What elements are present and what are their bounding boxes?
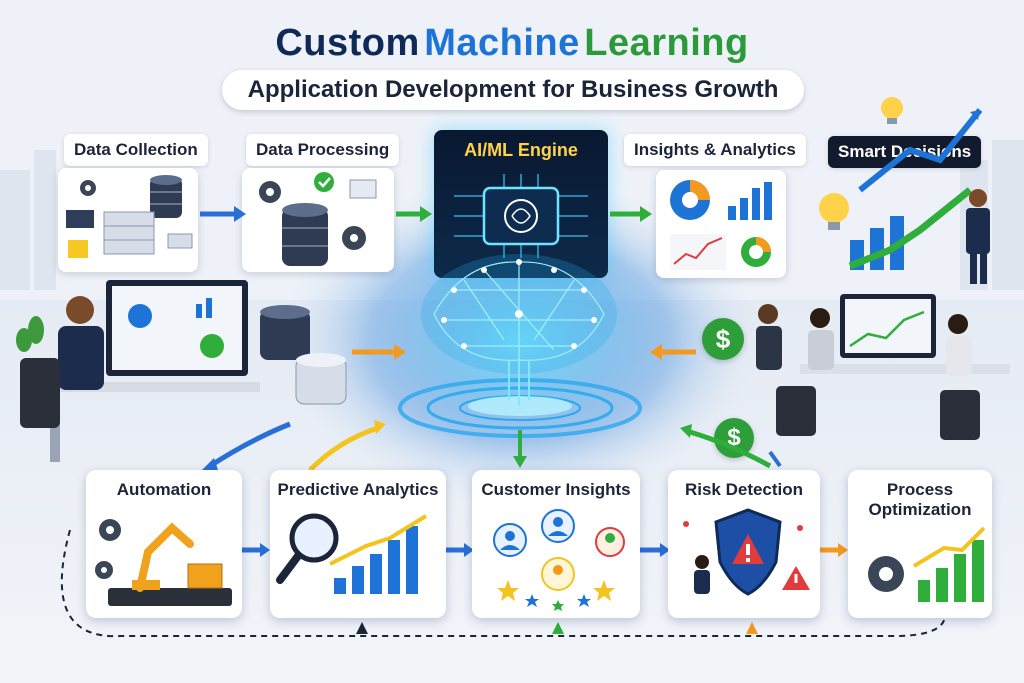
arrow-right-icon xyxy=(768,450,782,468)
subtitle-banner: Application Development for Business Gro… xyxy=(222,70,804,110)
insights-analytics-panel xyxy=(656,170,786,278)
card-predictive-analytics-label: Predictive Analytics xyxy=(277,480,439,499)
arrow-left-icon xyxy=(202,421,291,470)
stage-label-data-processing: Data Processing xyxy=(246,134,400,166)
title-word-1: Custom xyxy=(275,22,420,64)
database-icon xyxy=(282,203,328,266)
star-icon xyxy=(497,580,615,601)
bar-chart-icon xyxy=(728,182,772,220)
card-process-optimization-label: Process Optimization xyxy=(848,480,992,520)
card-customer-insights-label: Customer Insights xyxy=(481,480,631,499)
arrow-up-icon xyxy=(308,420,386,472)
arrow-right-icon xyxy=(352,344,406,360)
line-chart-icon xyxy=(670,234,726,270)
analyst-workstation-illustration xyxy=(16,280,260,462)
title-word-3: Learning xyxy=(584,22,749,64)
arrow-right-icon xyxy=(818,543,848,557)
magnifier-icon xyxy=(276,513,339,584)
server-icon xyxy=(103,211,155,255)
user-icon xyxy=(541,557,575,591)
arrow-right-icon xyxy=(396,206,432,222)
title-word-2: Machine xyxy=(424,22,580,64)
arrow-right-icon xyxy=(444,543,474,557)
arrow-right-icon xyxy=(640,543,670,557)
ai-ml-engine-panel: AI/ML Engine xyxy=(434,130,608,278)
warning-icon xyxy=(782,566,810,590)
smart-decisions-illustration xyxy=(819,97,990,284)
card-customer-insights: Customer Insights xyxy=(472,470,640,618)
card-process-optimization: Process Optimization xyxy=(848,470,992,618)
arrow-down-icon xyxy=(513,430,527,468)
shield-icon xyxy=(714,508,782,596)
arrow-left-icon xyxy=(650,344,696,360)
lightbulb-icon xyxy=(881,97,903,124)
stage-label-insights-analytics: Insights & Analytics xyxy=(624,134,806,166)
team-meeting-illustration xyxy=(756,294,1010,440)
arrow-right-icon xyxy=(610,206,652,222)
feedback-loop-line xyxy=(60,529,946,638)
subtitle: Application Development for Business Gro… xyxy=(247,76,779,103)
arrow-left-icon xyxy=(680,424,772,469)
card-automation-label: Automation xyxy=(116,480,212,499)
bar-chart-icon xyxy=(334,526,418,594)
database-icon xyxy=(150,175,182,218)
card-risk-detection-label: Risk Detection xyxy=(684,480,804,499)
arrow-right-icon xyxy=(240,543,270,557)
arrow-right-icon xyxy=(200,206,246,222)
pie-chart-icon xyxy=(670,180,710,220)
card-risk-detection: Risk Detection xyxy=(668,470,820,618)
stage-label-data-collection: Data Collection xyxy=(64,134,208,166)
card-process-optimization-label-line1: Process xyxy=(886,480,954,499)
check-icon xyxy=(314,172,334,192)
card-process-optimization-label-line2: Optimization xyxy=(868,500,972,519)
user-icon xyxy=(595,527,625,557)
presenter-figure xyxy=(966,189,990,284)
user-icon xyxy=(541,509,575,543)
donut-chart-icon xyxy=(741,237,771,267)
brain-icon xyxy=(421,254,617,406)
analyst-figure xyxy=(694,555,710,594)
chip-icon xyxy=(454,174,588,258)
database-stack-icon xyxy=(260,305,347,405)
data-collection-panel xyxy=(58,168,198,272)
card-automation: Automation xyxy=(86,470,242,618)
gear-icon xyxy=(80,180,96,196)
data-processing-panel xyxy=(242,168,394,272)
bar-chart-icon xyxy=(918,540,984,602)
dollar-icon: $ xyxy=(702,318,744,360)
robot-arm-icon xyxy=(95,519,232,606)
engine-title: AI/ML Engine xyxy=(464,140,578,160)
card-predictive-analytics: Predictive Analytics xyxy=(270,470,446,618)
title: Custom Machine Learning xyxy=(0,22,1024,65)
lightbulb-icon xyxy=(819,193,849,230)
user-icon xyxy=(493,523,527,557)
